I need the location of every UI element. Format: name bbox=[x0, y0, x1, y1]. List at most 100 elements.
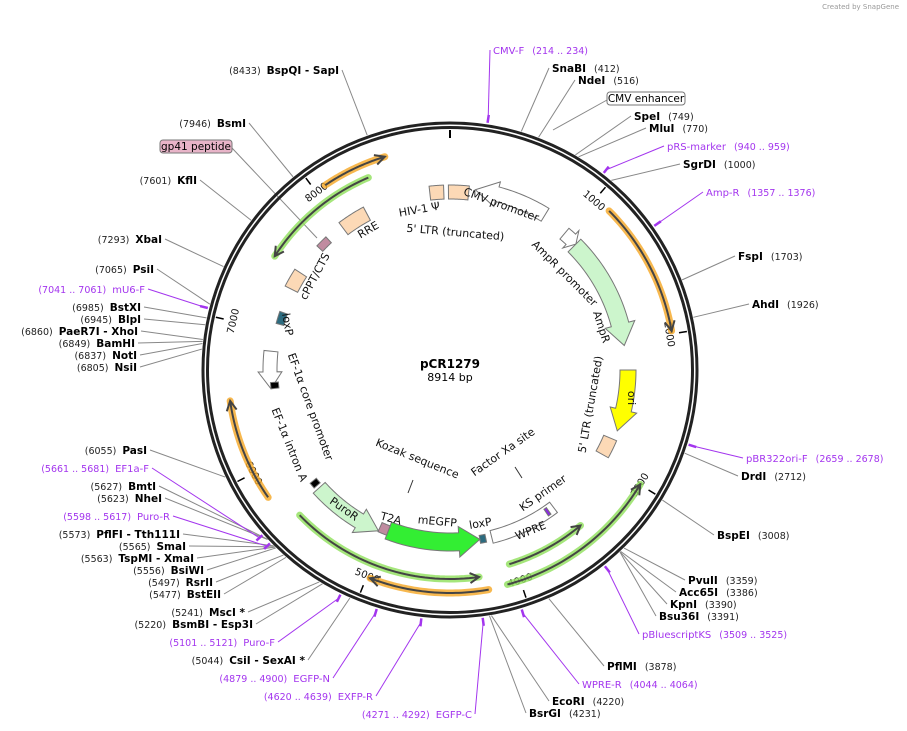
cut-position: (1000) bbox=[724, 160, 756, 171]
site-leader bbox=[489, 615, 527, 714]
feature-label: HIV-1 Ψ bbox=[398, 199, 441, 219]
orf-arc-arrowhead bbox=[630, 482, 642, 496]
primer-range: (4879 .. 4900) bbox=[219, 674, 287, 685]
primer-leader bbox=[147, 288, 205, 308]
orf-arc-arrowhead bbox=[664, 319, 676, 334]
feature-label: 5' LTR (truncated) bbox=[406, 222, 505, 244]
site-leader bbox=[223, 556, 287, 595]
site-leader bbox=[188, 545, 275, 548]
primer-range: (3509 .. 3525) bbox=[719, 630, 787, 641]
site-leader bbox=[341, 69, 368, 136]
loxp-mark bbox=[478, 533, 488, 544]
site-label-bsiwi: (5556) BsiWI bbox=[133, 565, 204, 577]
ltr-truncated-box bbox=[447, 184, 470, 201]
enzyme-name: NsiI bbox=[114, 362, 137, 374]
enzyme-name: PsiI bbox=[133, 264, 154, 276]
enzyme-name: NdeI bbox=[578, 75, 605, 87]
site-label-nhei: (5623)NheI bbox=[97, 493, 162, 505]
enzyme-name: BsrGI bbox=[529, 708, 561, 720]
site-leader bbox=[619, 551, 668, 605]
site-leader bbox=[620, 550, 677, 593]
cut-position: (3391) bbox=[707, 612, 739, 623]
site-leader bbox=[538, 79, 576, 138]
t2a-mark bbox=[377, 521, 391, 536]
feature-label: Factor Xa site bbox=[469, 425, 538, 479]
tick-mark bbox=[237, 477, 245, 483]
cut-position: (6805) bbox=[77, 363, 109, 374]
primer-mark bbox=[419, 618, 423, 627]
primer-label-pbluescriptks: pBluescriptKS(3509 .. 3525) bbox=[642, 630, 787, 641]
primer-leader bbox=[375, 622, 422, 697]
primer-name: pRS-marker bbox=[667, 142, 727, 153]
enzyme-name: BlpI bbox=[118, 314, 141, 326]
enzyme-name: BsiWI bbox=[171, 565, 204, 577]
wpre-box bbox=[489, 501, 559, 544]
ltr-truncated-box bbox=[595, 434, 618, 459]
site-leader bbox=[548, 598, 605, 667]
site-leader bbox=[199, 179, 252, 221]
site-leader bbox=[693, 303, 750, 318]
enzyme-name: SgrDI bbox=[683, 159, 716, 171]
site-leader bbox=[156, 268, 211, 305]
site-label-bsmbi: (5220)BsmBI - Esp3I bbox=[134, 619, 253, 631]
orf-arc-arrowhead bbox=[225, 398, 238, 412]
plasmid-name: pCR1279 bbox=[420, 357, 480, 371]
primer-label-ef1a-f: (5661 .. 5681)EF1a-F bbox=[41, 464, 149, 475]
cut-position: (6985) bbox=[72, 303, 104, 314]
enzyme-name: BstXI bbox=[110, 302, 141, 314]
orf-arc bbox=[229, 400, 269, 498]
site-label-xbai: (7293)XbaI bbox=[98, 234, 162, 246]
cut-position: (5627) bbox=[91, 482, 123, 493]
enzyme-name: FspI bbox=[738, 251, 763, 263]
primer-mark bbox=[335, 594, 342, 603]
site-leader bbox=[307, 597, 351, 661]
primer-leader bbox=[606, 569, 640, 635]
cut-position: (8433) bbox=[229, 66, 261, 77]
enzyme-name: PvuII bbox=[688, 575, 718, 587]
tick-mark bbox=[648, 489, 656, 495]
site-label-msci: (5241)MscI * bbox=[171, 607, 245, 619]
site-leader bbox=[149, 449, 226, 478]
gp41-peptide-label-box bbox=[159, 139, 233, 154]
primer-leader bbox=[522, 613, 580, 685]
site-label-rsrii: (5497)RsrII bbox=[148, 577, 213, 589]
hiv1-psi-box bbox=[428, 184, 445, 201]
tick-label: 7000 bbox=[226, 308, 242, 335]
primer-name: Amp-R bbox=[706, 188, 740, 199]
site-label-ahdi: AhdI(1926) bbox=[752, 299, 819, 311]
primer-name: EF1a-F bbox=[115, 464, 149, 475]
enzyme-name: PflMI bbox=[607, 661, 637, 673]
site-leader bbox=[140, 330, 203, 340]
site-label-snabi: SnaBI(412) bbox=[552, 63, 620, 75]
site-label-drdi: DrdI(2712) bbox=[741, 471, 806, 483]
cut-position: (3008) bbox=[758, 531, 790, 542]
box-leader bbox=[552, 99, 608, 131]
cut-position: (5623) bbox=[97, 494, 129, 505]
gp41-peptide-label: gp41 peptide bbox=[159, 139, 233, 154]
enzyme-name: BmtI bbox=[128, 481, 156, 493]
site-label-bsmi: (7946)BsmI bbox=[179, 118, 246, 130]
site-label-bsu36i: Bsu36I(3391) bbox=[659, 611, 739, 623]
cut-position: (5556) bbox=[133, 566, 165, 577]
primer-mark bbox=[653, 220, 662, 227]
feature-label: loxP bbox=[468, 515, 493, 532]
site-label-bmti: (5627) BmtI bbox=[91, 481, 156, 493]
primer-name: EGFP-C bbox=[436, 710, 472, 721]
enzyme-name: Acc65I bbox=[679, 587, 718, 599]
tick-label: 1000 bbox=[580, 189, 607, 214]
cut-position: (6860) bbox=[21, 327, 53, 338]
tick-mark bbox=[305, 177, 312, 185]
tick-mark bbox=[678, 330, 688, 334]
tick-mark bbox=[599, 186, 607, 194]
cut-position: (3878) bbox=[645, 662, 677, 673]
kozak-pointer bbox=[407, 479, 414, 494]
cut-position: (5241) bbox=[171, 608, 203, 619]
enzyme-name: KpnI bbox=[670, 599, 697, 611]
feature-label: mEGFP bbox=[417, 513, 457, 529]
primer-range: (5598 .. 5617) bbox=[63, 512, 131, 523]
cut-position: (5573) bbox=[59, 530, 91, 541]
site-leader bbox=[196, 546, 276, 559]
cut-position: (2712) bbox=[774, 472, 806, 483]
cut-position: (6945) bbox=[80, 315, 112, 326]
primer-label-prs-marker: pRS-marker(940 .. 959) bbox=[667, 142, 790, 153]
